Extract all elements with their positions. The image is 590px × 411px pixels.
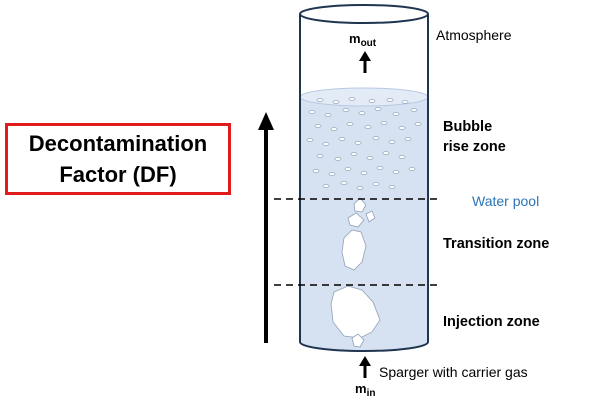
water-pool-fill bbox=[300, 97, 428, 351]
outflow-subscript: out bbox=[360, 38, 377, 49]
inflow-arrow bbox=[359, 356, 371, 378]
gas-plumes bbox=[330, 197, 381, 348]
decontamination-factor-label: Decontamination Factor (DF) bbox=[29, 128, 207, 190]
sparger-label: Sparger with carrier gas bbox=[379, 364, 528, 380]
inflow-label: min bbox=[355, 381, 375, 399]
vessel-outline bbox=[299, 4, 429, 352]
df-label-line-1: Decontamination bbox=[28, 131, 208, 156]
inflow-subscript: in bbox=[366, 388, 376, 399]
bubbles bbox=[306, 97, 422, 190]
bubble-rise-zone-line-1: Bubble bbox=[443, 119, 493, 135]
bubble-rise-zone-line-2: rise zone bbox=[443, 139, 506, 155]
inflow-symbol: m bbox=[355, 381, 367, 396]
water-pool-label: Water pool bbox=[472, 193, 540, 209]
decontamination-factor-box: Decontamination Factor (DF) bbox=[5, 123, 231, 195]
outflow-label: mout bbox=[349, 31, 376, 49]
atmosphere-label: Atmosphere bbox=[436, 27, 512, 43]
water-surface bbox=[299, 87, 429, 107]
df-direction-arrow bbox=[258, 112, 274, 343]
injection-zone-label: Injection zone bbox=[443, 314, 540, 330]
bubble-rise-zone-label: Bubble rise zone bbox=[443, 117, 506, 157]
outflow-arrow bbox=[359, 51, 371, 73]
transition-zone-label: Transition zone bbox=[443, 236, 550, 252]
outflow-symbol: m bbox=[349, 31, 361, 46]
df-label-line-2: Factor (DF) bbox=[59, 162, 177, 187]
